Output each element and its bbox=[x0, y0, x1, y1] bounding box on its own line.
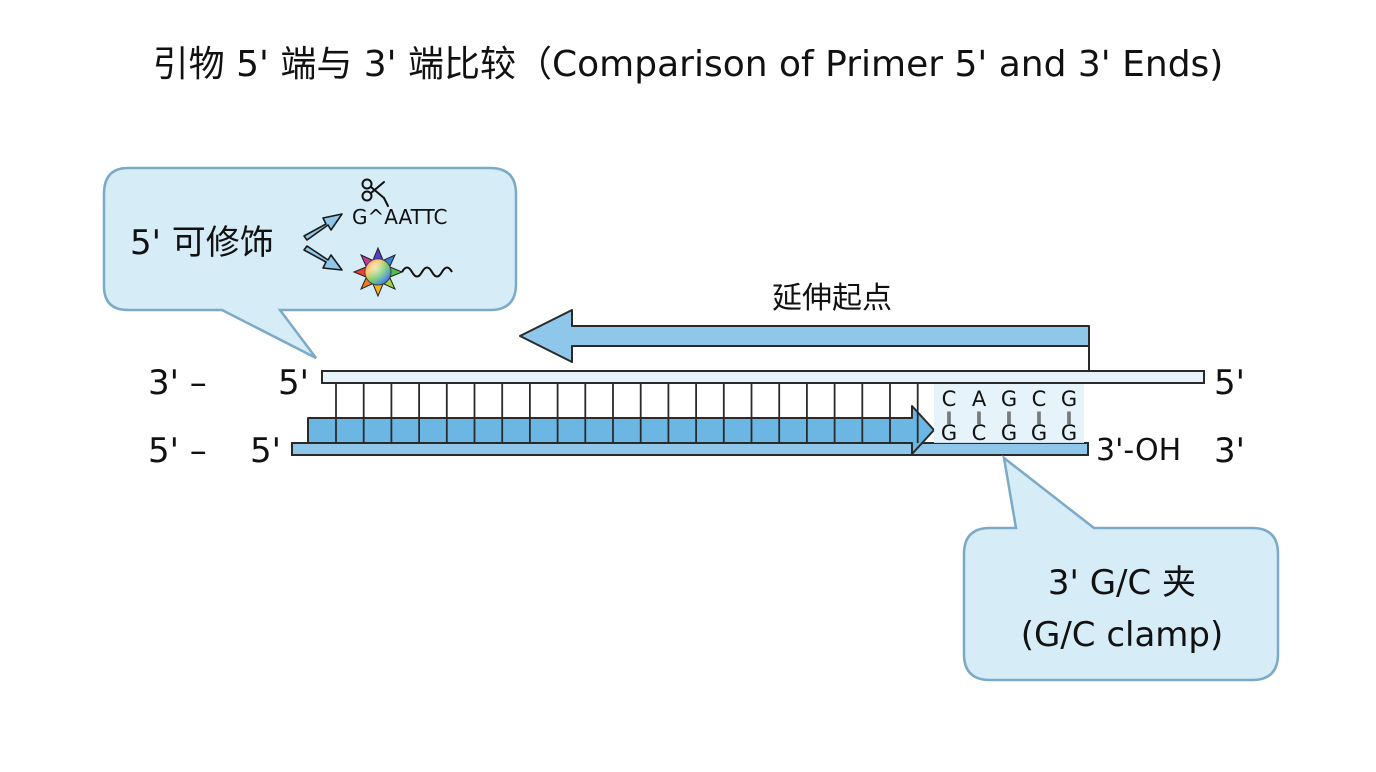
hydrogen-bond-mark: ‖ bbox=[976, 410, 982, 424]
hydrogen-bond-mark: ‖ bbox=[1066, 410, 1072, 424]
primer-strand: 5' – 5' 3'-OH 3' bbox=[148, 405, 1245, 471]
restriction-site-sequence: G^AATTC bbox=[352, 205, 448, 229]
template-left-end-label: 5' bbox=[278, 363, 309, 403]
clamp-template-base: A bbox=[972, 387, 987, 411]
base-pair-rungs bbox=[335, 383, 919, 443]
template-left-dash-label: 3' – bbox=[148, 363, 207, 403]
hydrogen-bond-mark: ‖ bbox=[946, 410, 952, 424]
page-title: 引物 5' 端与 3' 端比较（Comparison of Primer 5' … bbox=[153, 44, 1224, 85]
clamp-template-base: C bbox=[1032, 387, 1047, 411]
clamp-template-base: G bbox=[1001, 387, 1017, 411]
clamp-template-base: C bbox=[942, 387, 957, 411]
primer-arrow-body bbox=[307, 405, 935, 455]
gc-clamp-title: 3' G/C 夹 bbox=[1048, 563, 1196, 603]
gc-clamp-bases: C‖GA‖CG‖GC‖GG‖G bbox=[934, 384, 1084, 445]
clamp-primer-base: G bbox=[941, 421, 957, 445]
clamp-primer-base: C bbox=[972, 421, 987, 445]
gc-clamp-bubble: 3' G/C 夹 (G/C clamp) bbox=[962, 455, 1280, 682]
hydrogen-bond-mark: ‖ bbox=[1036, 410, 1042, 424]
fluorophore-tail-icon bbox=[401, 266, 453, 278]
extension-arrow-group: 延伸起点 bbox=[519, 281, 1090, 371]
extension-arrow bbox=[519, 309, 1090, 363]
five-prime-modification-label: 5' 可修饰 bbox=[130, 223, 274, 263]
gc-clamp-bubble-shape bbox=[962, 455, 1280, 682]
scissors-icon bbox=[361, 178, 389, 207]
template-right-end-label: 5' bbox=[1214, 363, 1245, 403]
clamp-primer-base: G bbox=[1001, 421, 1017, 445]
gc-clamp-subtitle: (G/C clamp) bbox=[1021, 615, 1224, 655]
hydrogen-bond-mark: ‖ bbox=[1006, 410, 1012, 424]
five-prime-bubble: 5' 可修饰 G^AATTC bbox=[102, 166, 518, 360]
primer-left-dash-label: 5' – bbox=[148, 431, 207, 471]
arrow-to-fluorophore-icon bbox=[303, 245, 343, 271]
primer-left-end-label: 5' bbox=[250, 431, 281, 471]
fluorophore-icon bbox=[352, 246, 404, 298]
primer-3oh-label: 3'-OH bbox=[1096, 433, 1181, 468]
clamp-template-base: G bbox=[1061, 387, 1077, 411]
template-strand: 3' – 5' 5' bbox=[148, 363, 1245, 403]
template-strand-bar bbox=[321, 370, 1205, 384]
gc-clamp-highlight bbox=[934, 384, 1084, 443]
clamp-primer-base: G bbox=[1061, 421, 1077, 445]
primer-right-end-label: 3' bbox=[1214, 431, 1245, 471]
arrow-to-restriction-site-icon bbox=[303, 213, 343, 241]
five-prime-bubble-shape bbox=[102, 166, 518, 360]
clamp-primer-base: G bbox=[1031, 421, 1047, 445]
primer-strand-bar bbox=[291, 442, 1089, 456]
extension-start-label: 延伸起点 bbox=[772, 281, 892, 316]
